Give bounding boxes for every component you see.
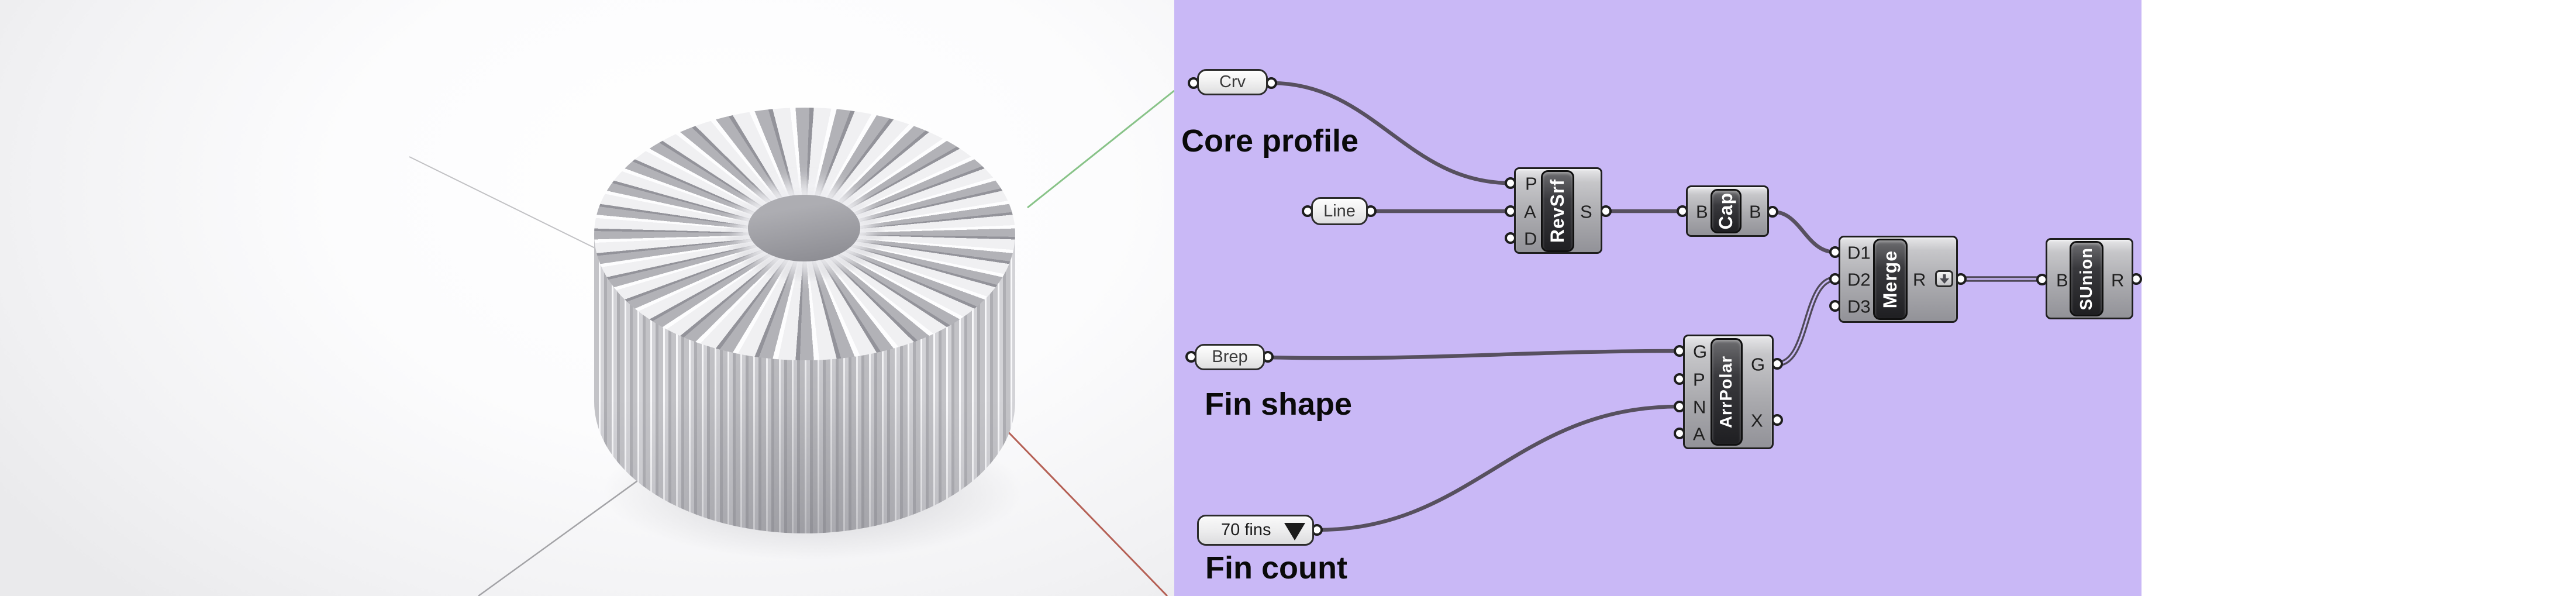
wire-fincount-to-arrpolar-n <box>1315 404 1682 532</box>
y-axis-green-line <box>1027 89 1174 209</box>
arrpolar-output-x-label: X <box>1751 410 1763 431</box>
revsrf-output-s-label: S <box>1580 201 1592 222</box>
param-brep[interactable]: Brep <box>1195 344 1265 370</box>
arrpolar-input-p-label: P <box>1693 369 1705 390</box>
merge-input-d2-label: D2 <box>1847 269 1871 290</box>
arrpolar-title-capsule: ArrPolar <box>1711 338 1743 446</box>
revsrf-input-a-label: A <box>1524 201 1536 222</box>
core-profile-label: Core profile <box>1181 123 1359 159</box>
revsrf-input-p-label: P <box>1525 173 1537 194</box>
component-revsrf[interactable]: P A D RevSrf S <box>1514 167 1602 254</box>
revsrf-title: RevSrf <box>1547 179 1568 243</box>
component-sunion[interactable]: B SUnion R <box>2046 238 2133 319</box>
merge-title-capsule: Merge <box>1873 239 1908 320</box>
wire-brep-to-arrpolar-g <box>1265 349 1682 360</box>
arrpolar-input-a-label: A <box>1693 423 1705 445</box>
component-arrpolar[interactable]: G P N A ArrPolar G X <box>1683 335 1774 449</box>
dropdown-triangle-icon <box>1284 523 1305 540</box>
fin-shape-label: Fin shape <box>1205 387 1353 422</box>
arrpolar-input-n-label: N <box>1693 397 1706 418</box>
merge-expand-button[interactable] <box>1935 270 1953 287</box>
param-line-label: Line <box>1323 201 1356 221</box>
sunion-title: SUnion <box>2077 247 2096 311</box>
cap-input-b-label: B <box>1696 201 1708 222</box>
fin-count-label: Fin count <box>1205 550 1347 585</box>
heatsink-core-hub <box>748 195 860 261</box>
arrpolar-output-g-label: G <box>1751 354 1765 375</box>
merge-title: Merge <box>1880 250 1901 309</box>
cap-title: Cap <box>1715 192 1736 230</box>
component-cap[interactable]: B Cap B <box>1686 185 1769 237</box>
component-merge[interactable]: D1 D2 D3 Merge R <box>1839 236 1958 323</box>
wire-cap-b-to-merge-d1 <box>1770 209 1837 254</box>
revsrf-title-capsule: RevSrf <box>1541 170 1574 252</box>
sunion-title-capsule: SUnion <box>2070 241 2103 316</box>
fin-count-value-list[interactable]: 70 fins <box>1197 515 1314 546</box>
param-crv-label: Crv <box>1219 73 1246 91</box>
param-line[interactable]: Line <box>1311 197 1368 225</box>
sunion-input-b-label: B <box>2056 270 2068 291</box>
param-brep-label: Brep <box>1212 347 1248 366</box>
merge-input-d1-label: D1 <box>1847 242 1871 263</box>
merge-output-r-label: R <box>1913 269 1926 290</box>
rhino-render-viewport[interactable] <box>0 0 1174 596</box>
cap-output-b-label: B <box>1749 201 1761 222</box>
arrpolar-title: ArrPolar <box>1717 355 1736 429</box>
x-axis-red-line <box>998 421 1168 596</box>
sunion-output-r-label: R <box>2111 270 2125 291</box>
down-arrow-icon <box>1939 274 1949 284</box>
cap-title-capsule: Cap <box>1711 189 1742 233</box>
wire-crv-to-revsrf-p <box>1269 81 1513 185</box>
param-crv[interactable]: Crv <box>1197 69 1268 95</box>
fin-count-value: 70 fins <box>1221 521 1271 539</box>
grid-line <box>409 156 620 261</box>
arrpolar-input-g-label: G <box>1693 341 1708 362</box>
merge-input-d3-label: D3 <box>1847 296 1871 317</box>
revsrf-input-d-label: D <box>1524 228 1537 249</box>
wire-arrpolar-g-to-merge-d2-core <box>1776 278 1836 365</box>
